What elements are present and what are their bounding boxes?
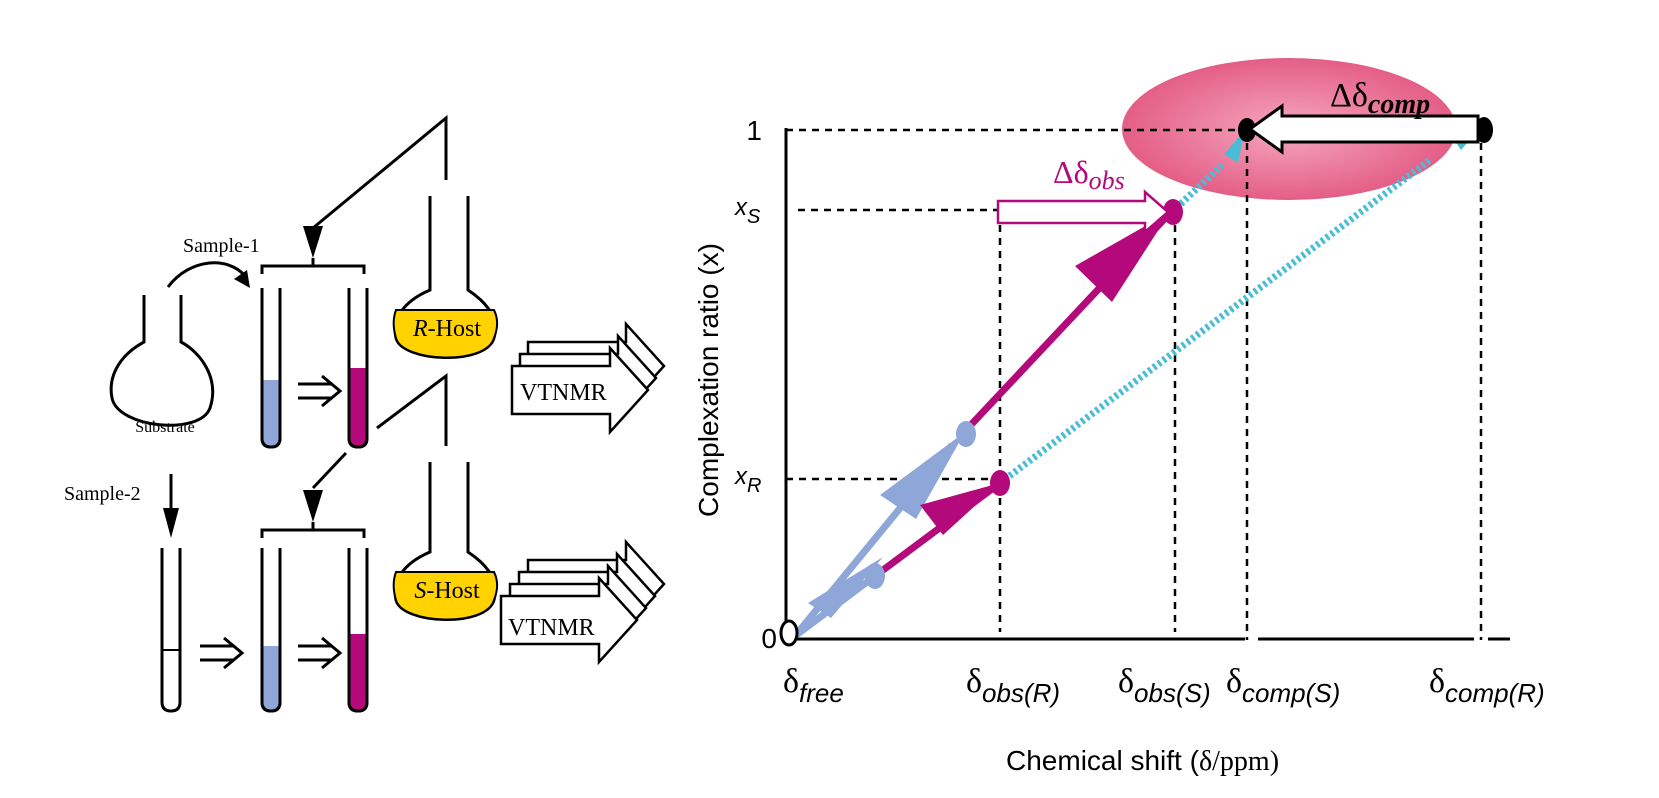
bottom-brace [260, 522, 366, 538]
delta-comp-arrow [1247, 103, 1480, 155]
bottom-arrow-2-icon [298, 636, 343, 670]
cyan-arrowhead-comp-s [1224, 130, 1245, 163]
point-magenta-xr [990, 470, 1010, 496]
s-host-label: S-Host [414, 578, 480, 604]
r-host-label: R-Host [412, 316, 481, 342]
bottom-tube-2-solution [350, 634, 366, 710]
sample-2-label: Sample-2 [64, 483, 141, 505]
sample-1-curved-arrow [166, 261, 247, 288]
vtnmr-bottom-label: VTNMR [508, 615, 595, 641]
delta-obs-label: Δδobs [1053, 154, 1125, 195]
top-tube-2-solution [350, 368, 366, 446]
s-host-transfer-line [376, 372, 448, 446]
sample-1-arrowhead [234, 270, 250, 288]
bottom-tube-empty [160, 548, 182, 713]
sample-1-label: Sample-1 [183, 235, 260, 257]
y-tick-xr: xR [734, 463, 761, 497]
blue-series [792, 432, 965, 639]
x-tick-obs-s: δobs(S) [1118, 663, 1211, 708]
s-host-arrowhead [303, 490, 323, 522]
s-host-solution [392, 571, 498, 621]
x-axis-label: Chemical shift (δ/ppm) [1006, 745, 1279, 777]
s-host-transfer-line-lower [311, 451, 348, 490]
bottom-tube-1-solution [263, 646, 279, 710]
y-tick-0: 0 [761, 623, 777, 654]
y-tick-1: 1 [746, 115, 762, 146]
r-host-arrowhead [303, 226, 323, 258]
x-tick-free: δfree [783, 663, 844, 708]
guide-lines [786, 128, 1483, 640]
point-blue-high [956, 421, 976, 447]
x-tick-comp-s: δcomp(S) [1226, 663, 1340, 708]
bottom-arrow-1-icon [200, 636, 245, 670]
vtnmr-bottom-arrow-stack [499, 538, 666, 666]
vtnmr-top-label: VTNMR [520, 380, 607, 406]
substrate-flask [109, 295, 215, 427]
r-host-transfer-line [312, 114, 448, 230]
top-tube-arrow-icon [298, 374, 343, 408]
magenta-series [872, 210, 1173, 579]
point-comp-s [1238, 118, 1256, 142]
top-brace [260, 258, 366, 274]
sample-preparation-scheme [109, 114, 497, 713]
sample-2-arrowhead [163, 508, 179, 538]
substrate-label: Substrate [135, 419, 195, 436]
vtnmr-top-arrow-stack [510, 320, 666, 436]
r-host-solution [392, 309, 498, 359]
y-tick-xs: xS [734, 194, 761, 228]
point-free [779, 619, 799, 647]
delta-obs-arrow [996, 189, 1170, 235]
graph-axes [784, 128, 1510, 641]
point-magenta-xs [1163, 199, 1183, 225]
top-tube-1-solution [263, 380, 279, 446]
x-tick-obs-r: δobs(R) [966, 663, 1060, 708]
point-blue-low [865, 563, 885, 589]
y-axis-label: Complexation ratio (x) [693, 243, 724, 517]
x-tick-comp-r: δcomp(R) [1429, 663, 1545, 708]
delta-comp-label: Δδcomp [1330, 77, 1430, 120]
